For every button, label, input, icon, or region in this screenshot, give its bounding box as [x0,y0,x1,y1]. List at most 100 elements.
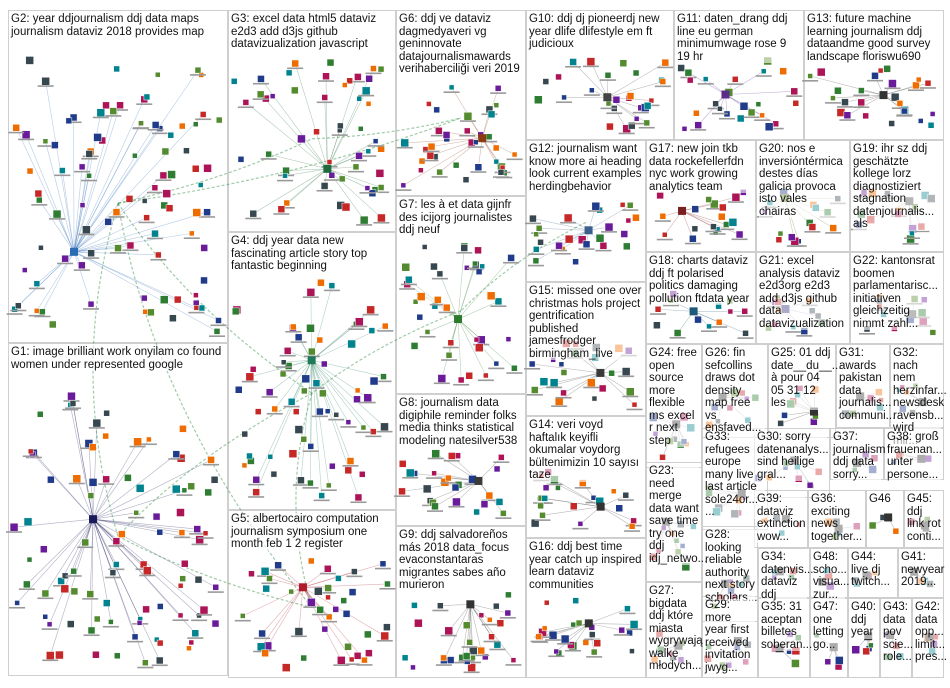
node [262,584,270,593]
node-label-mark [356,224,373,226]
node-label-mark [122,249,139,252]
edge [470,604,492,637]
node [11,305,18,313]
node [444,626,454,636]
node-label-mark [583,94,600,96]
edge [410,472,479,482]
node [548,630,558,640]
edge [311,321,360,361]
node-label-mark [394,495,411,497]
node-label-mark [6,313,23,315]
node [542,484,550,491]
node-label-mark [443,91,460,93]
node [118,530,126,538]
node [69,400,77,407]
edge [554,372,601,383]
edge [92,423,98,520]
node [314,587,323,596]
hub-node [466,600,475,609]
node [606,122,614,131]
node-label-mark [643,104,660,107]
edge [844,94,884,103]
node [492,144,500,152]
node [781,412,788,419]
node [463,127,471,135]
group-box-g16 [526,538,646,678]
node [567,641,575,649]
node-label-mark [731,238,748,241]
node-label-mark [736,315,753,317]
group-title-g9: G9: ddj salvadoreños más 2018 data_focus… [399,529,523,592]
edge [832,94,884,99]
node [252,488,260,496]
node [727,308,734,315]
node [41,77,50,86]
hub-node [298,583,307,592]
node [321,94,328,101]
edge [92,512,137,520]
group-title-g38: G38: groß frauenan... unter persone... [887,431,942,481]
node-label-mark [147,128,164,131]
group-box-g42 [912,598,944,678]
node [277,205,286,213]
node [61,254,69,263]
node [26,556,33,563]
node-label-mark [195,614,212,616]
node [155,251,162,259]
node [620,230,629,238]
node [430,262,438,271]
node-label-mark [360,155,377,157]
edge [15,127,75,252]
node [684,68,693,77]
node [133,510,139,516]
node-label-mark [467,268,484,271]
node [360,424,367,431]
node [498,454,505,461]
edge [457,318,487,376]
node [570,621,576,628]
edge [325,76,328,169]
node [791,659,800,668]
node-label-mark [402,476,419,479]
node [41,589,50,598]
node-label-mark [526,394,543,396]
node-label-mark [188,311,205,314]
group-title-g12: G12: journalism want know more ai headin… [529,143,643,193]
node-label-mark [65,575,82,577]
node [843,111,852,119]
node [359,215,369,225]
node [65,117,73,125]
node-label-mark [275,366,292,368]
node [49,320,57,329]
node [42,138,49,145]
node-label-mark [440,634,457,637]
node-label-mark [102,625,119,628]
node [379,560,387,568]
edge [260,587,304,647]
node [478,612,485,619]
node [67,620,75,628]
group-title-g11: G11: daten_drang ddj line eu german mini… [677,13,801,63]
group-title-g21: G21: excel analysis dataviz e2d3org e2d3… [759,255,847,330]
node-label-mark [600,107,617,110]
node [619,59,628,67]
node-label-mark [348,80,365,83]
edge [73,187,156,253]
node-label-mark [466,267,483,270]
node-label-mark [419,335,436,338]
edge [310,360,312,484]
node [410,342,419,350]
edge [311,360,374,432]
edge [448,604,471,632]
node [504,609,512,617]
node [549,378,559,387]
node-label-mark [82,598,99,600]
node [307,479,314,487]
node [654,306,662,313]
edge [693,311,720,323]
node [242,99,250,106]
group-title-g19: G19: ihr sz ddj geschätzte kollege lorz … [853,143,941,231]
group-title-g46: G46 [869,493,901,506]
node [266,575,273,582]
node [779,67,787,75]
